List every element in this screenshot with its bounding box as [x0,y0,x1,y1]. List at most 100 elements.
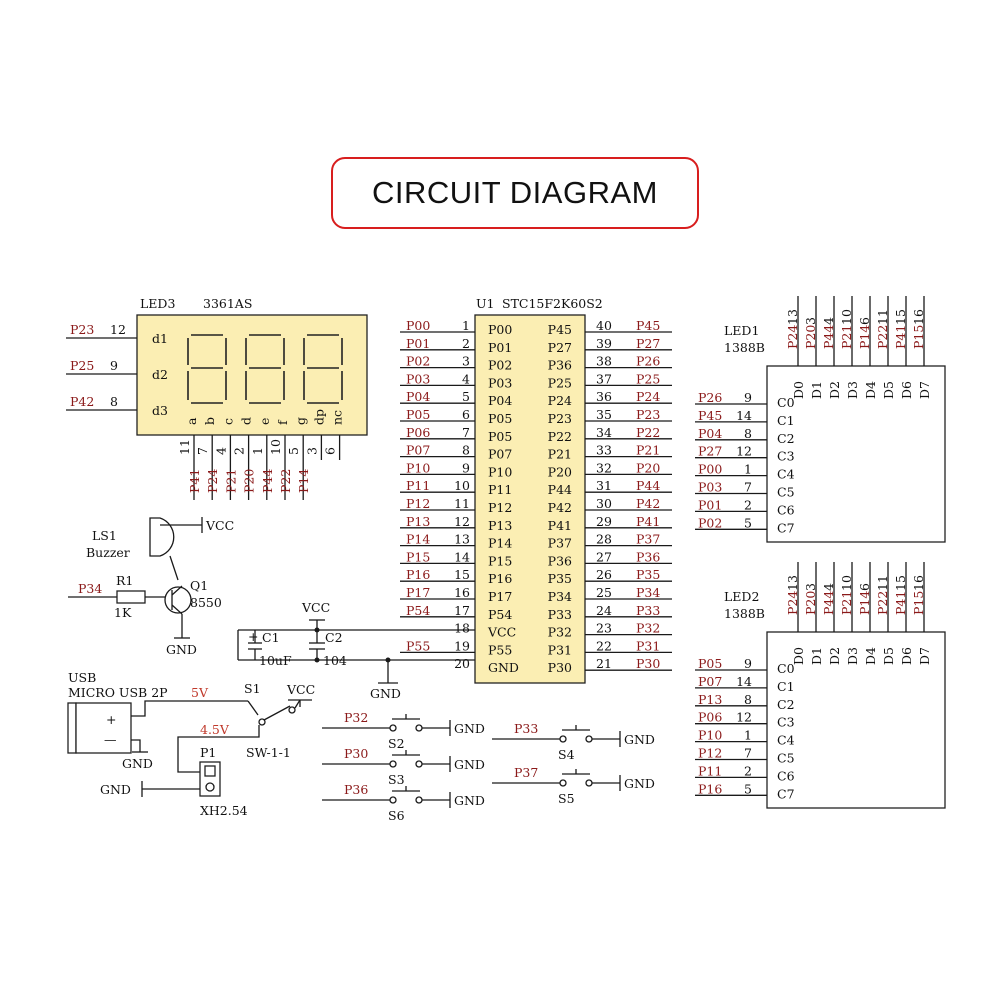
led2-body [766,631,946,809]
led1-col-pin: 3 [803,317,818,325]
mcu-left-pin: 5 [462,389,470,404]
c1-value: 10uF [259,653,292,668]
s1-ref: S1 [244,681,261,696]
led1-col-label: D5 [881,381,896,399]
led2-col-net: P22 [875,591,890,615]
led2-row-pin: 7 [744,746,752,761]
mcu-left-net: P14 [406,532,430,547]
mcu-right-pin: 25 [596,585,612,600]
led2-col-label: D3 [845,647,860,665]
led2-row-net: P05 [698,656,722,671]
led2-col-net: P20 [803,591,818,615]
led1-row-label: C1 [777,413,795,428]
led2-col-net: P15 [911,591,926,615]
r1-net: P34 [78,581,102,596]
mcu-left-pin: 4 [462,371,470,386]
mcu-right-pin: 34 [596,425,612,440]
led3-seg-label: c [220,418,235,425]
led2-matrix: LED2 1388B 13P24D03P20D14P44D210P21D36P1… [695,562,946,809]
mcu-left-net: P05 [406,407,430,422]
mcu-right-pin: 26 [596,567,612,582]
led2-row-net: P11 [698,763,722,778]
led1-row-net: P01 [698,497,722,512]
mcu-left-name: P07 [488,447,512,462]
led3-seg-label: a [184,417,199,425]
mcu-right-pin: 31 [596,478,612,493]
led3-seg-label: f [275,419,290,425]
led2-row-pin: 12 [736,710,752,725]
s1-lead-a [247,700,259,716]
led3-seg-pin: 4 [213,447,228,455]
mcu-right-pin: 35 [596,407,612,422]
mcu-right-name: P25 [548,375,572,390]
mcu-right-name: P44 [548,482,572,497]
led1-row-net: P26 [698,390,722,405]
usb-minus: — [104,732,117,747]
button-ref: S4 [558,747,575,762]
led1-row-pin: 2 [744,497,752,512]
led1-row-net: P27 [698,444,722,459]
led1-col-pin: 16 [911,309,926,325]
mcu-left-name: P02 [488,358,512,373]
led2-row-pin: 8 [744,692,752,707]
button-contact-b [585,779,593,787]
mcu-right-pin: 27 [596,549,612,564]
mcu-left-name: P15 [488,553,512,568]
mcu-right-name: P32 [548,625,572,640]
mcu-left-pin: 20 [454,656,470,671]
mcu-body [474,314,586,684]
mcu-left-net: P17 [406,585,430,600]
usb-connector [75,702,132,754]
mcu-left-name: P55 [488,642,512,657]
led2-col-pin: 11 [875,575,890,591]
led1-col-label: D7 [917,381,932,399]
led3-seg-label: b [202,417,217,425]
mcu-left-pin: 17 [454,603,470,618]
led2-row-net: P13 [698,692,722,707]
led1-row-label: C4 [777,467,795,482]
led3-seg-pin: 10 [268,439,283,455]
junction-vcc [314,627,320,633]
mcu-right-pin: 37 [596,371,612,386]
s1-vcc: VCC [286,682,315,697]
led1-matrix: LED1 1388B 13P24D03P20D14P44D210P21D36P1… [695,296,946,543]
mcu-right-pin: 33 [596,443,612,458]
led1-col-label: D2 [827,381,842,399]
s1-4v5: 4.5V [200,722,230,737]
led3-digit-pin: 8 [110,394,118,409]
led2-col-net: P44 [821,591,836,615]
button-gnd: GND [454,757,485,772]
mcu-right-net: P45 [636,318,660,333]
led1-row-net: P45 [698,408,722,423]
usb-connector-tab [67,702,77,754]
led2-row-pin: 5 [744,781,752,796]
led2-row-label: C6 [777,768,795,783]
button-contact-b [585,735,593,743]
led2-row-pin: 14 [736,674,752,689]
button-ref: S2 [388,736,405,751]
mcu-left-name: P54 [488,607,512,622]
buzzer-symbol [149,517,175,557]
led1-row-label: C0 [777,395,795,410]
mcu-right-pin: 36 [596,389,612,404]
c1-ref: C1 [262,630,280,645]
mcu-right-pin: 23 [596,621,612,636]
mcu-left-net: P00 [406,318,430,333]
r1-value: 1K [114,605,132,620]
led1-row-pin: 5 [744,515,752,530]
led2-col-net: P24 [785,591,800,615]
led2-row-label: C3 [777,715,795,730]
led1-row-net: P00 [698,462,722,477]
button-net: P32 [344,710,368,725]
mcu-left-pin: 16 [454,585,470,600]
led2-row-net: P10 [698,728,722,743]
led2-row-pin: 9 [744,656,752,671]
led3-seg-pin: 7 [195,447,210,455]
mcu-right-pin: 21 [596,656,612,671]
led2-col-label: D2 [827,647,842,665]
led1-col-net: P24 [785,325,800,349]
s1-contact-a [258,718,266,726]
